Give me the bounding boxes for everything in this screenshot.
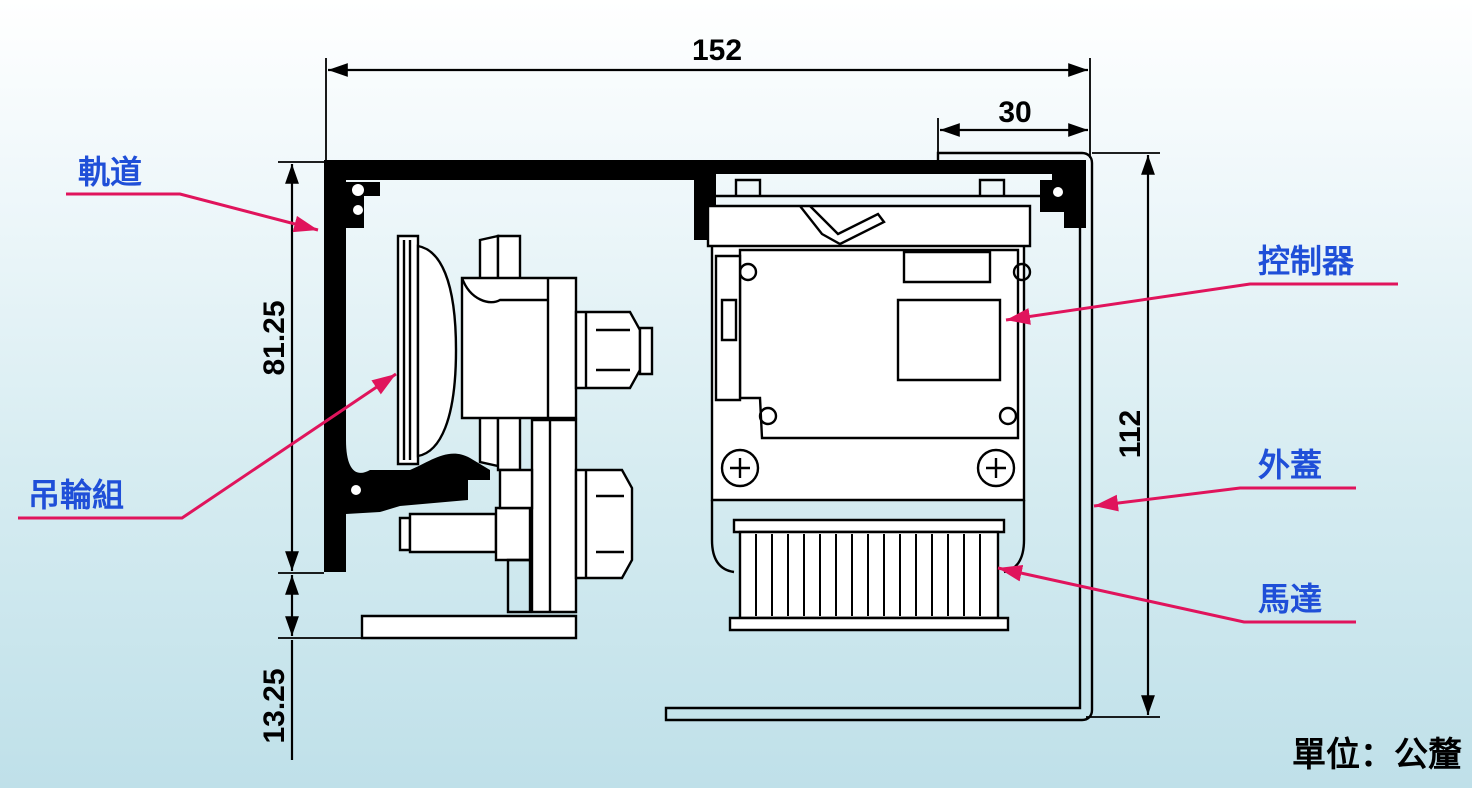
callout-controller: 控制器: [1005, 242, 1398, 325]
callout-label-rail: 軌道: [78, 153, 142, 191]
callout-label-cover: 外蓋: [1258, 446, 1322, 484]
callout-label-motor: 馬達: [1258, 580, 1322, 618]
dimension-13-25: 13.25: [258, 575, 362, 760]
callout-label-pulley-assembly: 吊輪組: [28, 476, 124, 514]
dimension-label-bottom-offset: 13.25: [258, 668, 291, 743]
dimension-112: 112: [1086, 152, 1160, 718]
rail-profile: [324, 160, 1086, 572]
dimension-81-25: 81.25: [258, 161, 324, 574]
dimension-30: 30: [937, 96, 1088, 158]
pulley-assembly: [360, 234, 654, 640]
controller: [706, 178, 1040, 502]
callout-pulley-assembly: 吊輪組: [18, 372, 397, 520]
dimension-label-cover-offset: 30: [998, 96, 1031, 129]
callout-label-controller: 控制器: [1258, 242, 1355, 280]
callout-cover: 外蓋: [1093, 446, 1356, 512]
dimension-label-width: 152: [692, 34, 742, 67]
dimension-label-height: 112: [1114, 410, 1147, 458]
cover: [664, 151, 1094, 722]
dimension-label-rail-height: 81.25: [258, 300, 291, 375]
dimension-152: 152: [325, 34, 1091, 162]
callout-rail: 軌道: [66, 153, 319, 233]
motor-teeth: [755, 534, 981, 616]
unit-note: 單位：公釐: [1292, 735, 1462, 775]
callout-motor: 馬達: [997, 564, 1356, 624]
motor: [710, 500, 1026, 632]
